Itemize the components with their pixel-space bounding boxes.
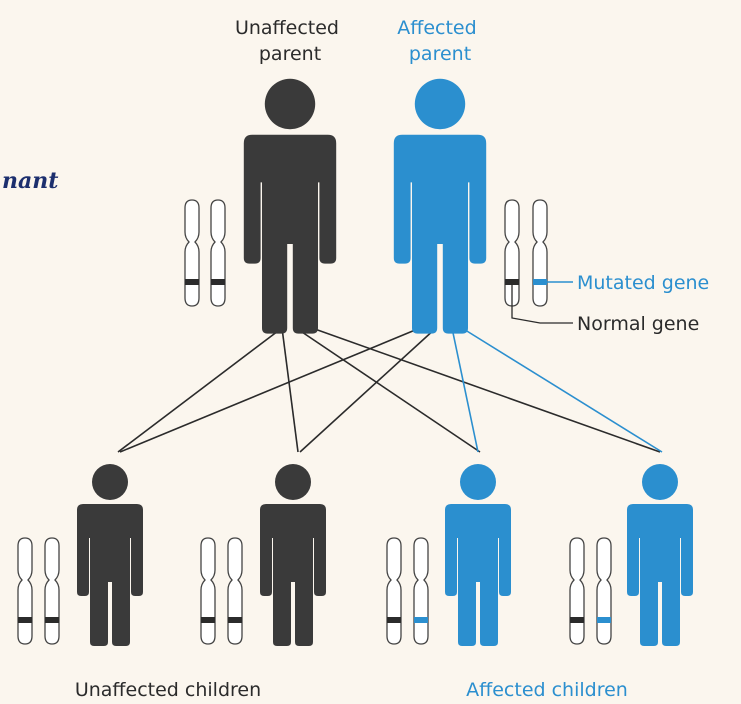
unaffected-child-1-figure — [77, 464, 143, 646]
mutated-gene-label: Mutated gene — [577, 272, 709, 294]
normal-gene-label: Normal gene — [577, 313, 699, 335]
unaffected-child-1-chromosomes — [17, 537, 60, 645]
inheritance-line — [295, 327, 481, 453]
unaffected-parent-label: Unaffected parent — [235, 17, 345, 65]
affected-child-2-figure — [627, 464, 693, 646]
affected-parent-figure — [393, 78, 487, 334]
gene-legend: Mutated gene Normal gene — [511, 272, 709, 335]
inheritance-line — [281, 327, 299, 453]
unaffected-child-2-chromosomes — [200, 537, 243, 645]
inheritance-lines — [117, 327, 663, 453]
inheritance-line — [461, 327, 663, 453]
unaffected-parent-figure — [243, 78, 337, 334]
inheritance-line — [117, 327, 283, 453]
affected-parent-label: Affected parent — [397, 17, 482, 65]
affected-children-label: Affected children — [466, 679, 628, 701]
unaffected-child-2-figure — [260, 464, 326, 646]
inheritance-line — [311, 327, 661, 453]
inheritance-line — [299, 327, 437, 453]
affected-parent-chromosomes — [504, 199, 548, 307]
inheritance-line — [119, 327, 421, 453]
affected-child-2-chromosomes — [569, 537, 612, 645]
unaffected-children-label: Unaffected children — [75, 679, 261, 701]
unaffected-parent-chromosomes — [184, 199, 226, 307]
partial-title-text: nant — [2, 168, 59, 194]
inheritance-line — [451, 327, 479, 453]
affected-child-1-chromosomes — [386, 537, 429, 645]
affected-child-1-figure — [445, 464, 511, 646]
